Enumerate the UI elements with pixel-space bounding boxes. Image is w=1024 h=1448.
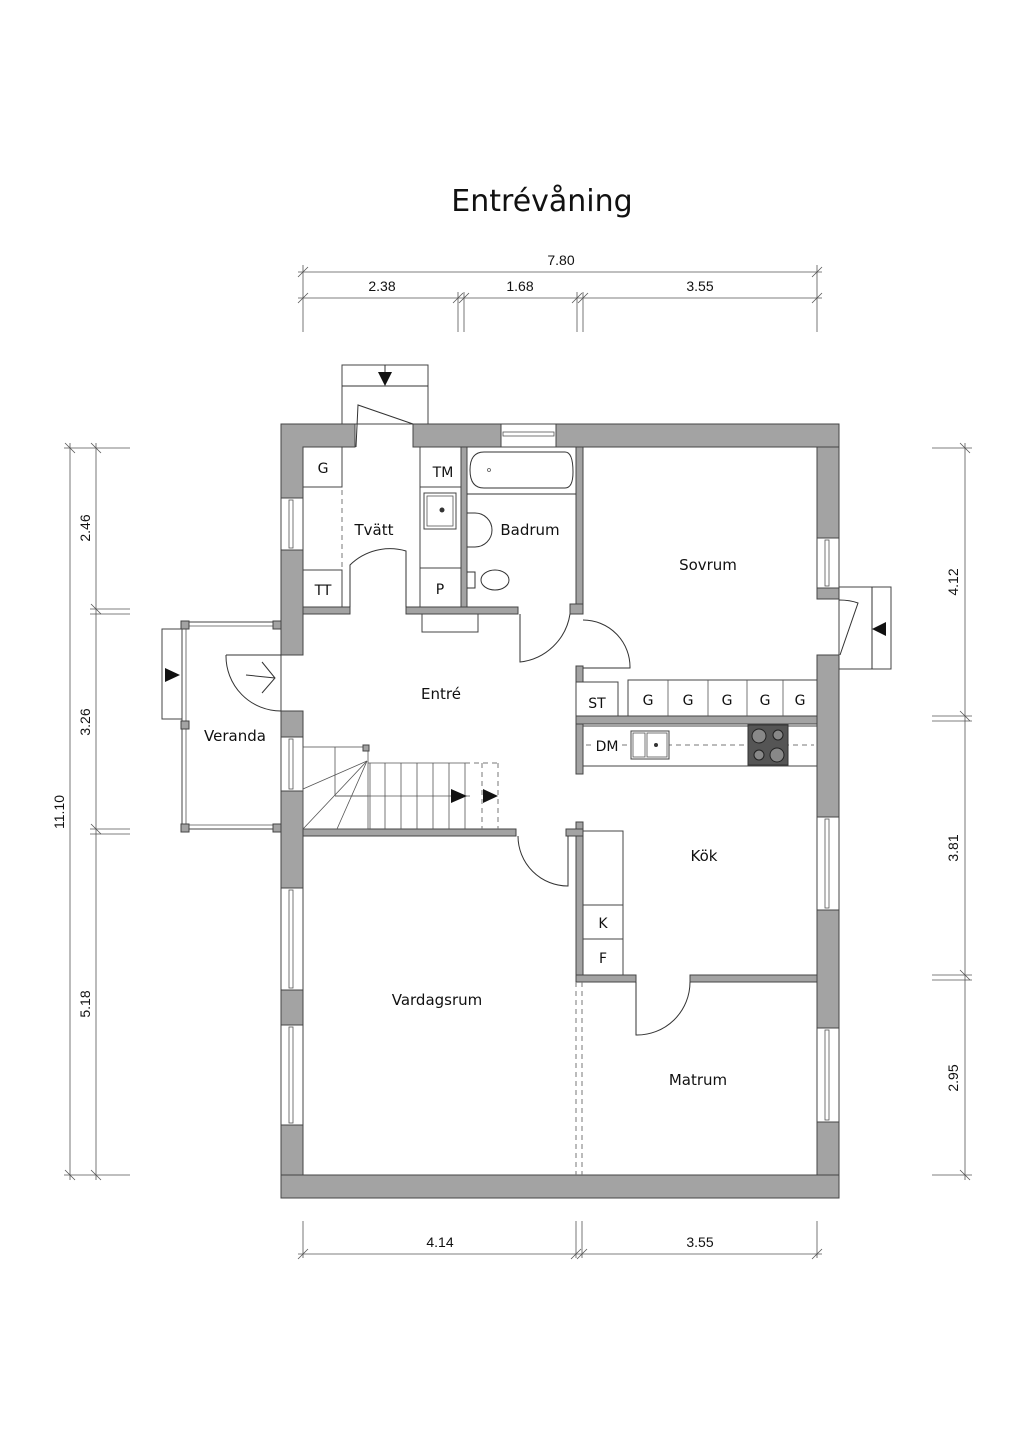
entrance-arrow-icon [378, 372, 392, 386]
veranda [161, 620, 282, 833]
label-g-2: G [683, 693, 694, 709]
dim-left-total: 11.10 [51, 795, 67, 829]
exterior-walls [280, 423, 840, 1199]
room-sovrum: Sovrum [679, 556, 737, 574]
dim-left-1: 2.46 [77, 514, 93, 541]
room-matrum: Matrum [669, 1071, 727, 1089]
room-badrum: Badrum [500, 521, 559, 539]
dim-bottom-2: 3.55 [686, 1234, 713, 1250]
dim-top-3: 3.55 [686, 278, 713, 294]
room-vardagsrum: Vardagsrum [392, 991, 483, 1009]
interior-walls [302, 446, 818, 983]
dim-bottom-1: 4.14 [426, 1234, 453, 1250]
door-direction-icon [245, 661, 276, 694]
label-g-4: G [760, 693, 771, 709]
dim-top-2: 1.68 [506, 278, 533, 294]
left-dimensions: 11.10 2.46 3.26 5.18 [51, 442, 130, 1181]
room-entre: Entré [421, 685, 461, 703]
dim-right-1: 4.12 [945, 568, 961, 595]
room-tvatt: Tvätt [354, 521, 394, 539]
right-dimensions: 4.12 3.81 2.95 [932, 442, 972, 1181]
fixture-labels: G TT TM P ST G G G G G DM K F [314, 461, 806, 967]
label-dm: DM [596, 739, 619, 755]
label-g-1: G [643, 693, 654, 709]
kitchen-fixtures [517, 679, 818, 1175]
top-dimensions: 7.80 2.38 1.68 3.55 [297, 252, 823, 332]
stair-arrow-icon [451, 789, 467, 803]
label-st: ST [588, 696, 606, 712]
side-entrance [838, 586, 892, 670]
side-entrance-arrow-icon [872, 622, 886, 636]
room-labels: Tvätt Badrum Sovrum Entré Veranda Kök Va… [204, 521, 737, 1089]
label-tm: TM [432, 465, 454, 481]
stair-arrow-icon [483, 789, 498, 803]
dim-left-2: 3.26 [77, 708, 93, 735]
dim-top-total: 7.80 [547, 252, 574, 268]
dim-left-3: 5.18 [77, 990, 93, 1017]
label-tt: TT [314, 583, 332, 599]
label-f: F [599, 951, 607, 967]
label-p: P [436, 582, 444, 598]
bathroom-fixtures [467, 451, 631, 669]
label-g-3: G [722, 693, 733, 709]
laundry-fixtures [302, 446, 479, 633]
dim-top-1: 2.38 [368, 278, 395, 294]
room-kok: Kök [691, 847, 718, 865]
windows [280, 423, 840, 1126]
dim-right-2: 3.81 [945, 834, 961, 861]
dim-right-3: 2.95 [945, 1064, 961, 1091]
veranda-arrow-icon [165, 668, 180, 682]
stairs [302, 744, 499, 830]
label-g-5: G [795, 693, 806, 709]
bottom-dimensions: 4.14 3.55 [297, 1221, 823, 1260]
label-g-laundry: G [318, 461, 329, 477]
front-entrance [341, 364, 429, 448]
plan-title: Entrévåning [451, 184, 632, 219]
room-veranda: Veranda [204, 727, 266, 745]
label-k: K [598, 916, 608, 932]
